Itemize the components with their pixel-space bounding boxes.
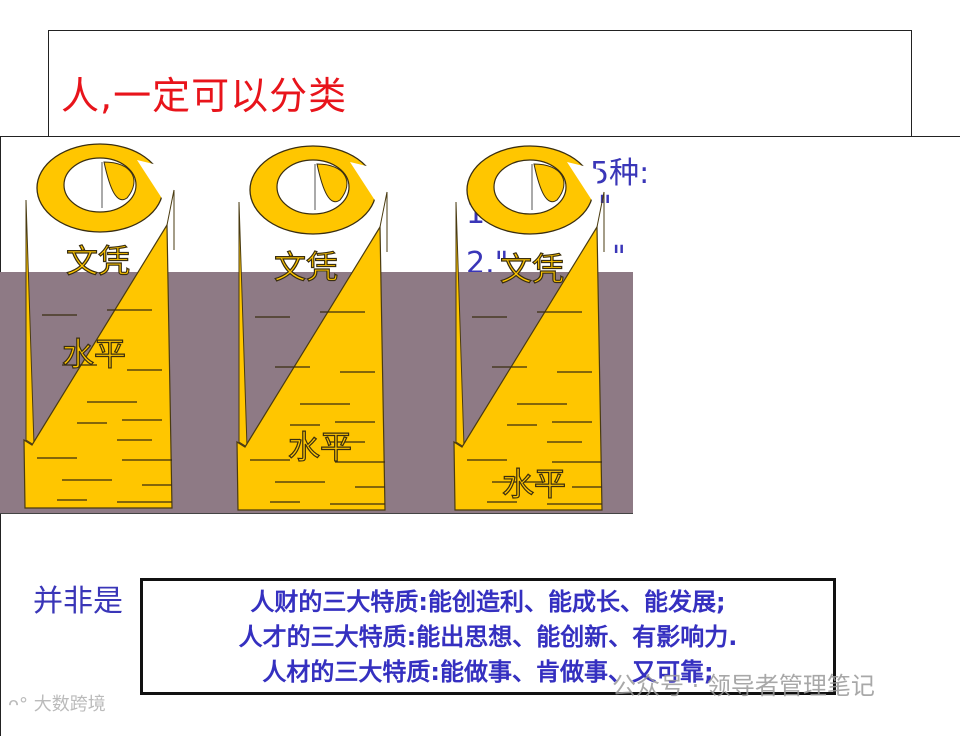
watermark-right: 公众号 · 领导者管理笔记 [612, 672, 875, 700]
scroll-2-top-label: 文凭 [274, 248, 338, 286]
scroll-3: 文凭 水平 [453, 145, 605, 511]
watermark-left: ᴖ° 大数跨境 [8, 690, 106, 716]
scroll-1-bottom-label: 水平 [62, 335, 126, 373]
scroll-2: 文凭 水平 [236, 145, 388, 511]
text-bottom-fragment: 并非是 [33, 584, 123, 619]
scroll-1: 文凭 水平 [23, 143, 175, 509]
text-line2-end: " [612, 240, 626, 275]
scroll-2-bottom-label: 水平 [288, 428, 352, 466]
title-box: 人,一定可以分类 [48, 30, 912, 137]
scroll-1-top-label: 文凭 [66, 242, 130, 280]
scrolls-illustration: 文凭 水平 文凭 水平 文凭 水平 [23, 143, 605, 511]
quote-line-2: 人才的三大特质:能出思想、能创新、有影响力. [238, 623, 738, 651]
scroll-3-top-label: 文凭 [500, 250, 564, 288]
watermark-logo-icon: ᴖ° [8, 694, 34, 715]
quote-line-1: 人财的三大特质:能创造利、能成长、能发展; [250, 588, 726, 616]
watermark-left-text: 大数跨境 [33, 694, 106, 715]
text-line1-end: " [598, 190, 612, 225]
quote-line-3: 人材的三大特质:能做事、肯做事、又可靠; [262, 658, 714, 686]
scroll-3-bottom-label: 水平 [502, 465, 566, 503]
slide-title: 人,一定可以分类 [61, 74, 348, 118]
quote-box: 人财的三大特质:能创造利、能成长、能发展; 人才的三大特质:能出思想、能创新、有… [140, 578, 836, 695]
text-count: 5种: [590, 156, 650, 191]
